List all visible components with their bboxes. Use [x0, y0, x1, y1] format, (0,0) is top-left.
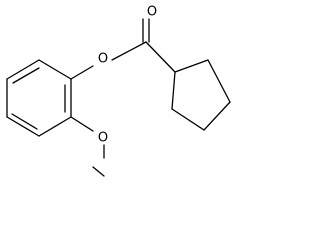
methoxy-group: [70, 116, 105, 177]
bond: [92, 166, 105, 177]
double-bond-inner: [12, 67, 40, 84]
benzene-ring: [6, 59, 72, 137]
bond: [70, 116, 94, 132]
bond: [174, 59, 209, 73]
bond: [70, 65, 94, 80]
bond: [145, 41, 176, 73]
bond: [6, 59, 40, 80]
bond: [171, 71, 176, 110]
ester-group: [70, 18, 176, 80]
bond: [171, 108, 205, 131]
bond: [207, 59, 231, 103]
double-bond-inner: [11, 113, 38, 130]
bond: [38, 116, 72, 137]
cyclopentane-ring: [171, 59, 231, 131]
ester-oxygen-label: O: [98, 52, 108, 67]
bond: [6, 116, 40, 137]
chemical-structure: O O O: [6, 5, 231, 177]
bond: [38, 59, 72, 80]
bond: [111, 41, 147, 61]
carbonyl-oxygen-label: O: [147, 5, 157, 20]
bond: [203, 101, 231, 131]
methoxy-oxygen-label: O: [98, 131, 108, 146]
